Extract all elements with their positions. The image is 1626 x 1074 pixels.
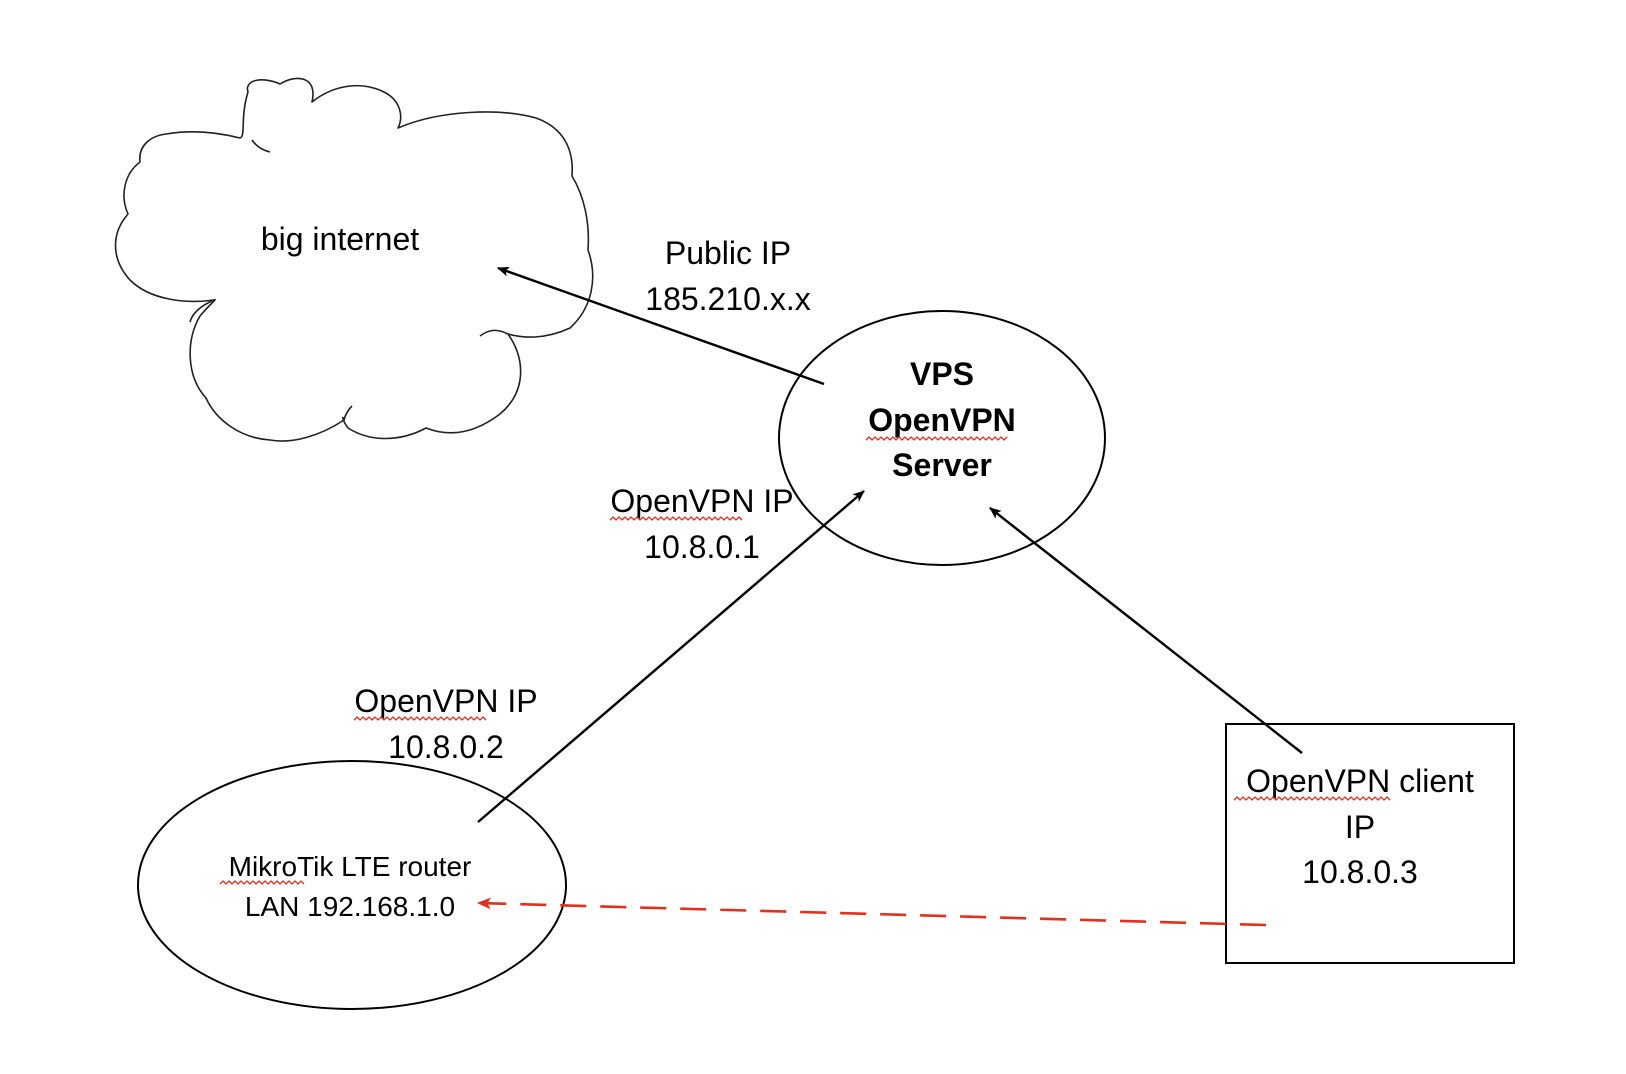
squiggle-client-openvpn <box>1233 796 1391 801</box>
dashed-arrow-client-to-router <box>476 897 1267 927</box>
client-label-line-3: 10.8.0.3 <box>1302 854 1418 890</box>
squiggle-vps-openvpn <box>865 436 1008 441</box>
vps-label-line-3: Server <box>892 447 992 483</box>
arrow-client-to-vps <box>989 507 1303 754</box>
squiggle-router-openvpn-ip <box>353 716 487 721</box>
openvpn-client-node <box>1225 723 1515 964</box>
vps-label-line-2: OpenVPN <box>868 402 1016 438</box>
router-label-line-2: LAN 192.168.1.0 <box>245 891 455 922</box>
public-ip-label-line-1: Public IP <box>665 235 791 271</box>
client-label-line-1: OpenVPN client <box>1246 763 1474 799</box>
vps-label-line-1: VPS <box>910 356 974 392</box>
vps-openvpn-ip-label-line-1: OpenVPN IP <box>610 483 793 519</box>
arrow-router-to-vps <box>477 490 865 823</box>
router-openvpn-ip-label-line-1: OpenVPN IP <box>354 683 537 719</box>
vps-server-node <box>778 310 1106 566</box>
public-ip-label-line-2: 185.210.x.x <box>645 281 810 317</box>
vps-openvpn-ip-label-line-2: 10.8.0.1 <box>644 529 760 565</box>
spellcheck-underlines <box>219 436 1391 885</box>
router-openvpn-ip-label-line-2: 10.8.0.2 <box>388 729 504 765</box>
squiggle-mikrotik <box>219 880 305 885</box>
squiggle-vps-openvpn-ip <box>609 516 743 521</box>
internet-label: big internet <box>261 221 419 257</box>
client-label-line-2: IP <box>1345 809 1375 845</box>
arrow-vps-to-internet <box>497 266 825 386</box>
internet-cloud <box>114 77 594 442</box>
mikrotik-router-node <box>137 760 567 1010</box>
router-label-line-1: MikroTik LTE router <box>229 851 472 882</box>
